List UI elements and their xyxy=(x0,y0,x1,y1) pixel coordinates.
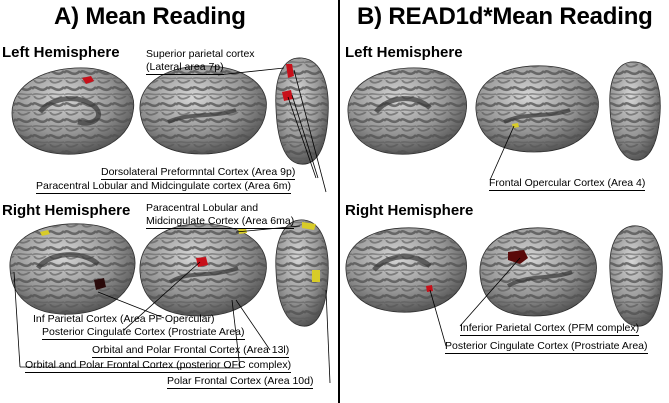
activation-region xyxy=(82,76,94,84)
panel-b-left-hemisphere-heading: Left Hemisphere xyxy=(345,44,463,61)
label-superior-parietal-line2: (Lateral area 7p) xyxy=(146,61,224,75)
activation-region xyxy=(196,257,208,267)
activation-region xyxy=(426,285,433,292)
brain-a-left-medial xyxy=(11,67,135,155)
brain-b-right-lateral xyxy=(479,227,597,317)
brain-b-right-dorsal xyxy=(609,225,663,327)
label-frontal-opercular: Frontal Opercular Cortex (Area 4) xyxy=(489,177,646,191)
brain-a-right-lateral xyxy=(139,223,267,317)
label-paracentral-6m: Paracentral Lobular and Midcingulate cor… xyxy=(36,180,292,194)
panel-b-title: B) READ1d*Mean Reading xyxy=(357,3,653,30)
brain-b-left-dorsal xyxy=(609,61,661,161)
panel-b-right-hemisphere-heading: Right Hemisphere xyxy=(345,202,474,219)
brain-a-right-dorsal xyxy=(275,219,329,327)
leader-lines xyxy=(13,67,521,384)
label-posterior-cingulate-a: Posterior Cingulate Cortex (Prostriate A… xyxy=(42,326,245,340)
brain-b-right-medial xyxy=(345,227,467,313)
brain-a-right-medial xyxy=(9,223,136,315)
label-dorsolateral-prefrontal: Dorsolateral Preformntal Cortex (Area 9p… xyxy=(101,166,296,180)
label-posterior-cingulate-b: Posterior Cingulate Cortex (Prostriate A… xyxy=(445,340,648,354)
label-orbital-13l: Orbital and Polar Frontal Cortex (Area 1… xyxy=(92,344,290,358)
label-paracentral-6ma-line1: Paracentral Lobular and xyxy=(146,202,259,214)
label-polar-10d: Polar Frontal Cortex (Area 10d) xyxy=(167,375,314,389)
brain-a-left-lateral xyxy=(139,65,267,155)
panel-a-left-hemisphere-heading: Left Hemisphere xyxy=(2,44,120,61)
label-inf-parietal-pf: Inf Parietal Cortex (Area PF Opercular) xyxy=(33,313,215,325)
activation-region xyxy=(286,64,294,78)
label-inferior-parietal-pfm: Inferior Parietal Cortex (PFM complex) xyxy=(460,322,640,336)
brain-a-left-dorsal xyxy=(275,57,329,165)
brain-b-left-lateral xyxy=(475,65,599,153)
label-paracentral-6ma-line2: Midcingulate Cortex (Area 6ma) xyxy=(146,215,295,229)
activation-region xyxy=(40,230,50,236)
activation-region xyxy=(508,250,528,264)
activation-region xyxy=(282,90,293,101)
panel-divider xyxy=(338,0,340,403)
brain-b-left-medial xyxy=(347,67,467,155)
panel-a-right-hemisphere-heading: Right Hemisphere xyxy=(2,202,131,219)
activation-region xyxy=(312,270,320,282)
label-superior-parietal-line1: Superior parietal cortex xyxy=(146,48,255,60)
label-orbital-ofc: Orbital and Polar Frontal Cortex (poster… xyxy=(25,359,292,373)
activation-region xyxy=(302,222,316,230)
panel-a-title: A) Mean Reading xyxy=(54,3,246,30)
activation-region xyxy=(94,278,106,290)
